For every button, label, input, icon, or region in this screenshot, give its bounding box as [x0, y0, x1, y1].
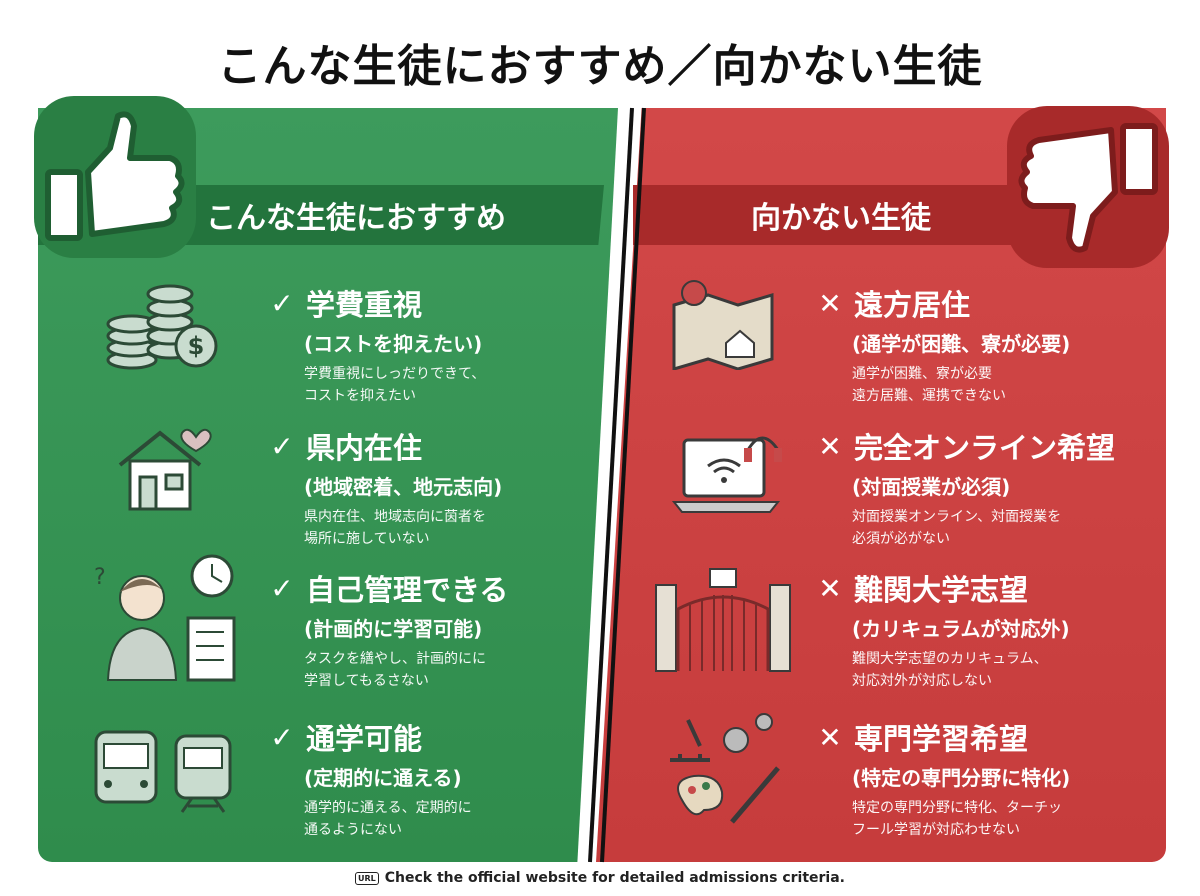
item-desc: 必須が必がない: [852, 531, 950, 547]
item-desc: 県内在住、地域志向に茵者を: [304, 509, 486, 525]
university-gate-icon: [655, 568, 791, 672]
bus-train-icon: [94, 730, 232, 813]
item-subheading: (地域密着、地元志向): [304, 475, 503, 499]
item-heading: 遠方居住: [854, 288, 971, 322]
recommended-item: ✓ 自己管理できる (計画的に学習可能) タスクを繕やし、計画的にに学習してもるさ…: [270, 567, 509, 692]
svg-text:?: ?: [94, 565, 106, 590]
recommended-item: ✓ 通学可能 (定期的に通える) 通学的に通える、定期的に通るようにない: [270, 716, 472, 841]
item-subheading: (カリキュラムが対応外): [852, 617, 1070, 641]
item-desc: 難関大学志望のカリキュラム、: [852, 651, 1048, 667]
map-pin-house-icon: [672, 280, 774, 370]
svg-text:$: $: [188, 332, 205, 360]
item-heading: 難関大学志望: [854, 573, 1029, 607]
item-subheading: (対面授業が必須): [852, 475, 1011, 499]
item-desc: 特定の専門分野に特化、ターチッ: [852, 800, 1062, 816]
item-desc: 通学的に通える、定期的に: [304, 800, 472, 816]
page-title: こんな生徒におすすめ／向かない生徒: [217, 41, 983, 92]
footer-note: URL Check the official website for detai…: [0, 870, 1200, 886]
recommended-item: ✓ 県内在住 (地域密着、地元志向) 県内在住、地域志向に茵者を場所に施していない: [270, 425, 503, 550]
x-icon: ✕: [818, 286, 842, 320]
thumbs-up-icon: [34, 96, 196, 258]
item-subheading: (通学が困難、寮が必要): [852, 332, 1071, 356]
item-desc: 対面授業オンライン、対面授業を: [852, 509, 1062, 525]
item-desc: 場所に施していない: [304, 531, 430, 547]
item-subheading: (計画的に学習可能): [304, 617, 483, 641]
not-recommended-item: ✕ 専門学習希望 (特定の専門分野に特化) 特定の専門分野に特化、ターチッフール学…: [818, 716, 1071, 841]
x-icon: ✕: [818, 571, 842, 605]
item-heading: 県内在住: [306, 431, 423, 465]
item-desc: 遠方居難、運携できない: [852, 388, 1006, 404]
item-heading: 専門学習希望: [854, 722, 1029, 756]
thumbs-down-icon: [1007, 106, 1169, 268]
item-heading: 学費重視: [306, 288, 423, 322]
url-cursor-icon: URL: [354, 871, 379, 885]
x-icon: ✕: [818, 720, 842, 754]
item-desc: 学習してもるさない: [304, 673, 429, 689]
item-subheading: (定期的に通える): [304, 766, 462, 790]
not-recommended-item: ✕ 難関大学志望 (カリキュラムが対応外) 難関大学志望のカリキュラム、対応対外が…: [818, 567, 1070, 692]
house-heart-icon: [118, 428, 212, 511]
laptop-wifi-headset-icon: [671, 436, 782, 513]
item-desc: 通るようにない: [304, 822, 402, 838]
item-subheading: (コストを抑えたい): [304, 332, 483, 356]
item-heading: 自己管理できる: [306, 573, 509, 607]
item-desc: コストを抑えたい: [304, 388, 416, 404]
item-subheading: (特定の専門分野に特化): [852, 766, 1071, 790]
item-heading: 完全オンライン希望: [854, 431, 1116, 465]
microscope-palette-icon: [670, 713, 780, 824]
footer-text: Check the official website for detailed …: [384, 870, 845, 886]
item-desc: フール学習が対応わせない: [852, 822, 1020, 838]
check-icon: ✓: [270, 720, 294, 754]
item-heading: 通学可能: [306, 722, 423, 756]
item-desc: 学費重視にしっだりできて、: [304, 366, 486, 382]
recommended-item: ✓ 学費重視 (コストを抑えたい) 学費重視にしっだりできて、コストを抑えたい: [270, 282, 486, 407]
coins-dollar-icon: $: [106, 284, 218, 370]
student-clock-checklist-icon: ?: [94, 554, 236, 682]
item-desc: タスクを繕やし、計画的にに: [304, 651, 486, 667]
not-recommended-item: ✕ 遠方居住 (通学が困難、寮が必要) 通学が困難、寮が必要遠方居難、運携できない: [818, 282, 1071, 407]
check-icon: ✓: [270, 286, 294, 320]
not-recommended-item: ✕ 完全オンライン希望 (対面授業が必須) 対面授業オンライン、対面授業を必須が必…: [818, 425, 1116, 550]
item-desc: 対応対外が対応しない: [852, 673, 992, 689]
item-desc: 通学が困難、寮が必要: [852, 366, 992, 382]
check-icon: ✓: [270, 571, 294, 605]
check-icon: ✓: [270, 429, 294, 463]
x-icon: ✕: [818, 429, 842, 463]
